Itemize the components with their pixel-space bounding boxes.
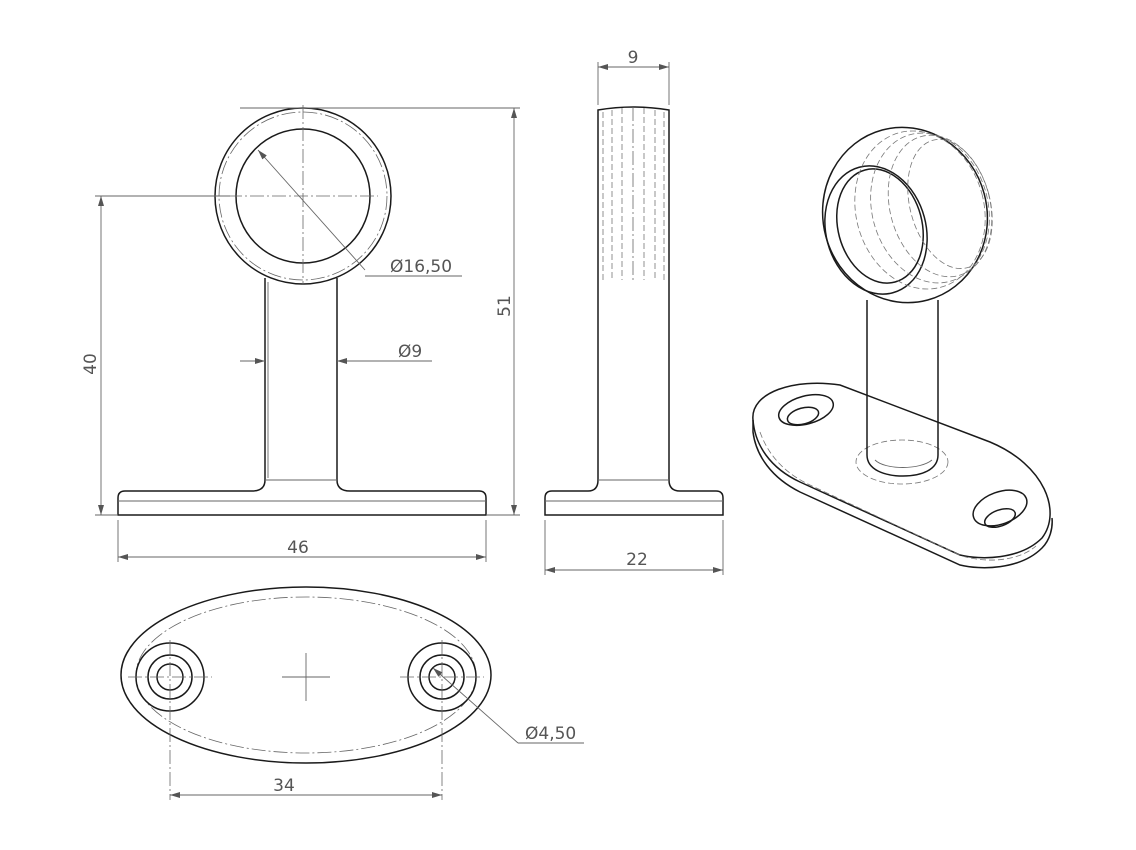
base-outline xyxy=(120,586,492,764)
side-base-width-label: 22 xyxy=(626,550,648,570)
side-profile xyxy=(544,106,724,516)
height-center-label: 40 xyxy=(81,353,101,375)
ring-diameter-label: Ø16,50 xyxy=(390,257,452,277)
base-plate xyxy=(117,490,487,516)
iso-base-top xyxy=(752,382,1051,559)
base-length-label: 46 xyxy=(287,538,309,558)
iso-stem xyxy=(866,300,939,477)
iso-ring-inner xyxy=(835,168,925,284)
front-view xyxy=(117,105,487,516)
side-dimensions: 9 22 xyxy=(544,48,724,575)
hole-diameter-label: Ø4,50 xyxy=(525,724,576,744)
hole-spacing-label: 34 xyxy=(273,776,295,796)
top-dimensions: 34 Ø4,50 xyxy=(170,667,584,798)
stem-diameter-label: Ø9 xyxy=(398,342,422,362)
top-view xyxy=(120,586,492,800)
isometric-view xyxy=(752,126,1053,569)
side-view xyxy=(544,106,724,516)
height-total-label: 51 xyxy=(495,295,515,317)
side-thickness-label: 9 xyxy=(628,48,639,68)
front-dimensions: Ø16,50 Ø9 40 51 46 xyxy=(81,107,520,562)
iso-ring-outer xyxy=(821,126,989,304)
